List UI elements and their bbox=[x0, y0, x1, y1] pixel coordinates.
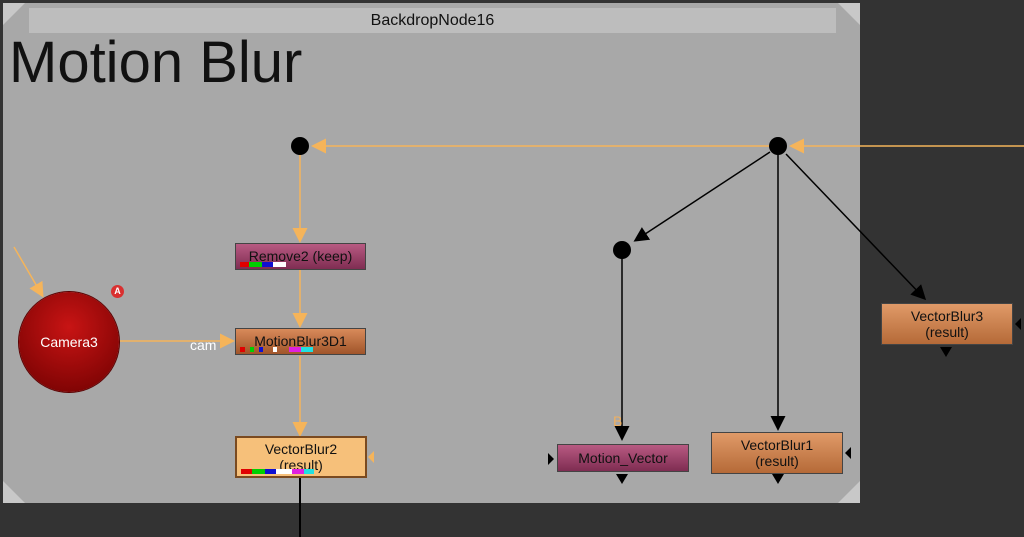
node-motionblur3d1-label: MotionBlur3D1 bbox=[254, 333, 347, 349]
node-vectorblur3-subtitle: (result) bbox=[925, 324, 969, 340]
dot-node-3[interactable] bbox=[613, 241, 631, 259]
node-vectorblur2[interactable]: VectorBlur2 (result) bbox=[235, 436, 367, 478]
node-motion-vector-label: Motion_Vector bbox=[578, 450, 668, 466]
node-vectorblur1[interactable]: VectorBlur1 (result) bbox=[711, 432, 843, 474]
backdrop-name[interactable]: BackdropNode16 bbox=[29, 8, 836, 33]
pipe-label-cam: cam bbox=[190, 337, 217, 353]
node-motion-vector[interactable]: Motion_Vector bbox=[557, 444, 689, 472]
dot-node-1[interactable] bbox=[291, 137, 309, 155]
wire-dot2-vectorblur3[interactable] bbox=[785, 153, 927, 301]
node-remove2-label: Remove2 (keep) bbox=[248, 248, 353, 264]
vectorblur1-mask-arrow[interactable] bbox=[845, 447, 851, 459]
resize-handle-top-right[interactable] bbox=[838, 3, 860, 25]
wire-camera-input[interactable] bbox=[13, 246, 44, 298]
node-vectorblur3[interactable]: VectorBlur3 (result) bbox=[881, 303, 1013, 345]
node-vectorblur1-title: VectorBlur1 bbox=[740, 437, 814, 453]
wire-dot2-dot3[interactable] bbox=[633, 151, 771, 242]
vectorblur2-mask-arrow[interactable] bbox=[368, 451, 374, 463]
motion-vector-output-arrow[interactable] bbox=[616, 474, 628, 484]
channel-swatches bbox=[241, 469, 314, 474]
node-vectorblur1-subtitle: (result) bbox=[755, 453, 799, 469]
backdrop-title: Motion Blur bbox=[9, 30, 303, 95]
channel-swatches bbox=[240, 347, 313, 352]
node-remove2[interactable]: Remove2 (keep) bbox=[235, 243, 366, 270]
resize-handle-top-left[interactable] bbox=[3, 3, 25, 25]
channel-swatches bbox=[240, 262, 286, 267]
camera-a-badge: A bbox=[111, 285, 124, 298]
node-camera3[interactable]: Camera3 bbox=[19, 292, 119, 392]
node-vectorblur3-title: VectorBlur3 bbox=[910, 308, 984, 324]
resize-handle-bottom-right[interactable] bbox=[838, 481, 860, 503]
node-motionblur3d1[interactable]: MotionBlur3D1 bbox=[235, 328, 366, 355]
node-vectorblur2-title: VectorBlur2 bbox=[264, 441, 338, 457]
backdrop-node[interactable]: BackdropNode16 Motion Blur bbox=[3, 3, 860, 503]
pipe-label-b: B bbox=[613, 413, 623, 429]
node-camera3-label: Camera3 bbox=[40, 334, 98, 350]
dot-node-2[interactable] bbox=[769, 137, 787, 155]
vectorblur3-output-arrow[interactable] bbox=[940, 347, 952, 357]
vectorblur1-output-arrow[interactable] bbox=[772, 474, 784, 484]
vectorblur3-mask-arrow[interactable] bbox=[1015, 318, 1021, 330]
resize-handle-bottom-left[interactable] bbox=[3, 481, 25, 503]
motion-vector-mask-arrow[interactable] bbox=[548, 453, 554, 465]
